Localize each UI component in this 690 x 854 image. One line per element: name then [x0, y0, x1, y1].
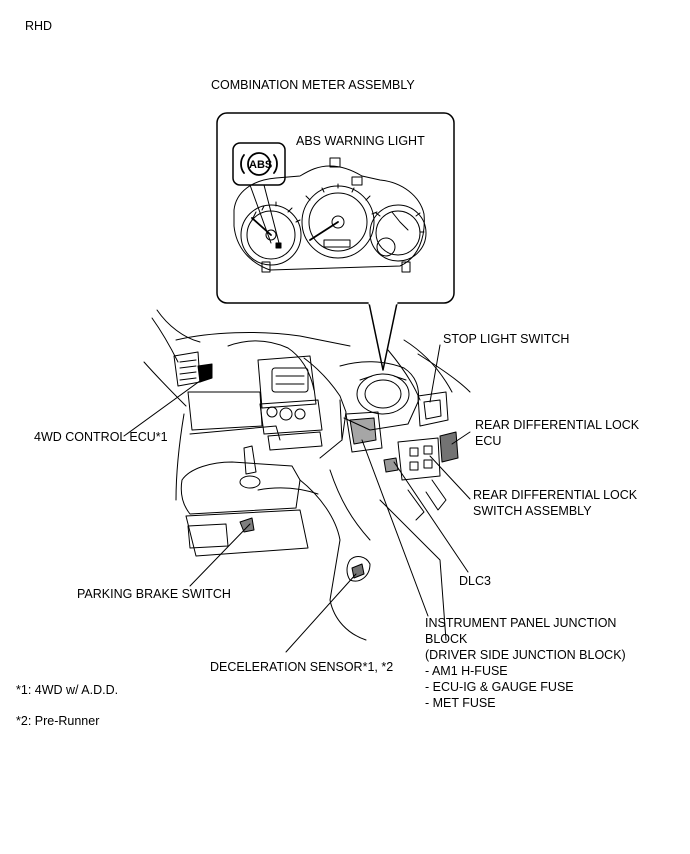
leader-dlc3	[393, 461, 469, 573]
combination-meter-label: COMBINATION METER ASSEMBLY	[211, 78, 415, 92]
deceleration-sensor-label: DECELERATION SENSOR*1, *2	[210, 660, 394, 674]
combination-meter-drawing	[233, 157, 427, 273]
dlc3-label: DLC3	[459, 574, 491, 588]
leader-instrument-panel-jb	[361, 439, 429, 617]
variant-label: RHD	[25, 19, 53, 33]
instrument-panel-jb-line1: INSTRUMENT PANEL JUNCTION	[425, 616, 617, 630]
leader-lines	[123, 344, 471, 653]
instrument-panel-jb-line3: (DRIVER SIDE JUNCTION BLOCK)	[425, 648, 626, 662]
instrument-panel-jb-fuse1: - AM1 H-FUSE	[425, 664, 508, 678]
instrument-panel-jb-fuse2: - ECU-IG & GAUGE FUSE	[425, 680, 574, 694]
abs-warning-light-label: ABS WARNING LIGHT	[296, 134, 425, 148]
leader-stop-light-switch	[429, 344, 441, 403]
leader-4wd-control-ecu	[123, 377, 205, 437]
rear-diff-switch-label-line1: REAR DIFFERENTIAL LOCK	[473, 488, 638, 502]
stop-light-switch-label: STOP LIGHT SWITCH	[443, 332, 570, 346]
rear-diff-ecu-label-line2: ECU	[475, 434, 502, 448]
parking-brake-switch-label: PARKING BRAKE SWITCH	[77, 587, 231, 601]
leader-rear-diff-switch	[429, 455, 471, 500]
instrument-panel-jb-line2: BLOCK	[425, 632, 468, 646]
leader-deceleration-sensor	[285, 573, 357, 653]
abs-warning-light-callout	[232, 142, 286, 244]
footnote-1: *1: 4WD w/ A.D.D.	[16, 683, 119, 697]
abs-symbol-text: ABS	[249, 159, 273, 171]
dashboard-drawing	[143, 309, 471, 641]
rear-diff-switch-label-line2: SWITCH ASSEMBLY	[473, 504, 592, 518]
rear-diff-ecu-label-line1: REAR DIFFERENTIAL LOCK	[475, 418, 640, 432]
leader-rear-diff-ecu	[451, 431, 471, 445]
fourwd-control-ecu-label: 4WD CONTROL ECU*1	[34, 430, 168, 444]
leader-parking-brake-switch	[189, 523, 251, 587]
instrument-panel-jb-fuse3: - MET FUSE	[425, 696, 496, 710]
meter-callout-box	[216, 112, 455, 371]
footnote-2: *2: Pre-Runner	[16, 714, 100, 728]
